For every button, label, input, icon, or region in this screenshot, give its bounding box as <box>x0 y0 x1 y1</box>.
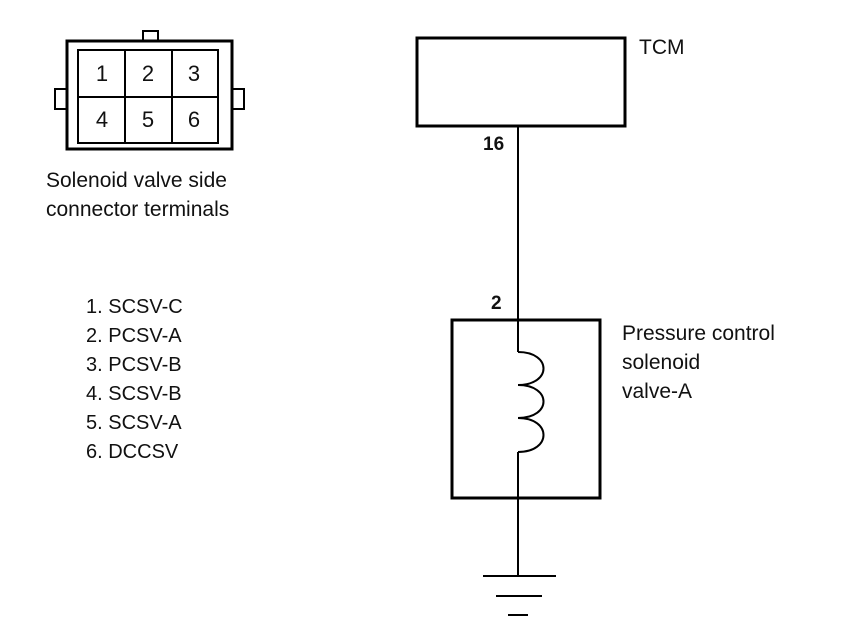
connector-caption-line-2: connector terminals <box>46 198 230 221</box>
solenoid-pin-number: 2 <box>491 293 502 314</box>
legend-item: 3. PCSV-B <box>86 354 182 376</box>
tcm-module-box <box>415 36 627 128</box>
connector-outer-shell <box>65 39 234 151</box>
terminal-3-label: 3 <box>187 61 201 86</box>
solenoid-label-line-3: valve-A <box>622 380 693 403</box>
terminal-4-label: 4 <box>95 107 109 132</box>
terminal-2-label: 2 <box>141 61 155 86</box>
tcm-label: TCM <box>639 36 685 59</box>
legend-item: 4. SCSV-B <box>86 383 182 405</box>
connector-right-latch <box>231 88 245 110</box>
connector-left-latch <box>54 88 68 110</box>
solenoid-label-line-2: solenoid <box>622 351 701 374</box>
terminal-6-label: 6 <box>187 107 201 132</box>
ground-symbol <box>483 575 556 616</box>
connector-caption-line-1: Solenoid valve side <box>46 169 227 192</box>
terminal-1-label: 1 <box>95 61 109 86</box>
legend-item: 1. SCSV-C <box>86 296 183 318</box>
tcm-pin-number: 16 <box>483 134 505 155</box>
solenoid-coil-symbol <box>517 351 545 453</box>
legend-item: 2. PCSV-A <box>86 325 182 347</box>
terminal-legend: 1. SCSV-C 2. PCSV-A 3. PCSV-B 4. SCSV-B … <box>86 293 183 467</box>
terminal-5-label: 5 <box>141 107 155 132</box>
legend-item: 6. DCCSV <box>86 441 179 463</box>
connector-diagram <box>54 30 245 151</box>
solenoid-box <box>450 318 602 500</box>
solenoid-label-line-1: Pressure control <box>622 322 775 345</box>
connector-caption: Solenoid valve side connector terminals <box>46 166 229 224</box>
solenoid-label: Pressure control solenoid valve-A <box>622 319 842 406</box>
legend-item: 5. SCSV-A <box>86 412 182 434</box>
